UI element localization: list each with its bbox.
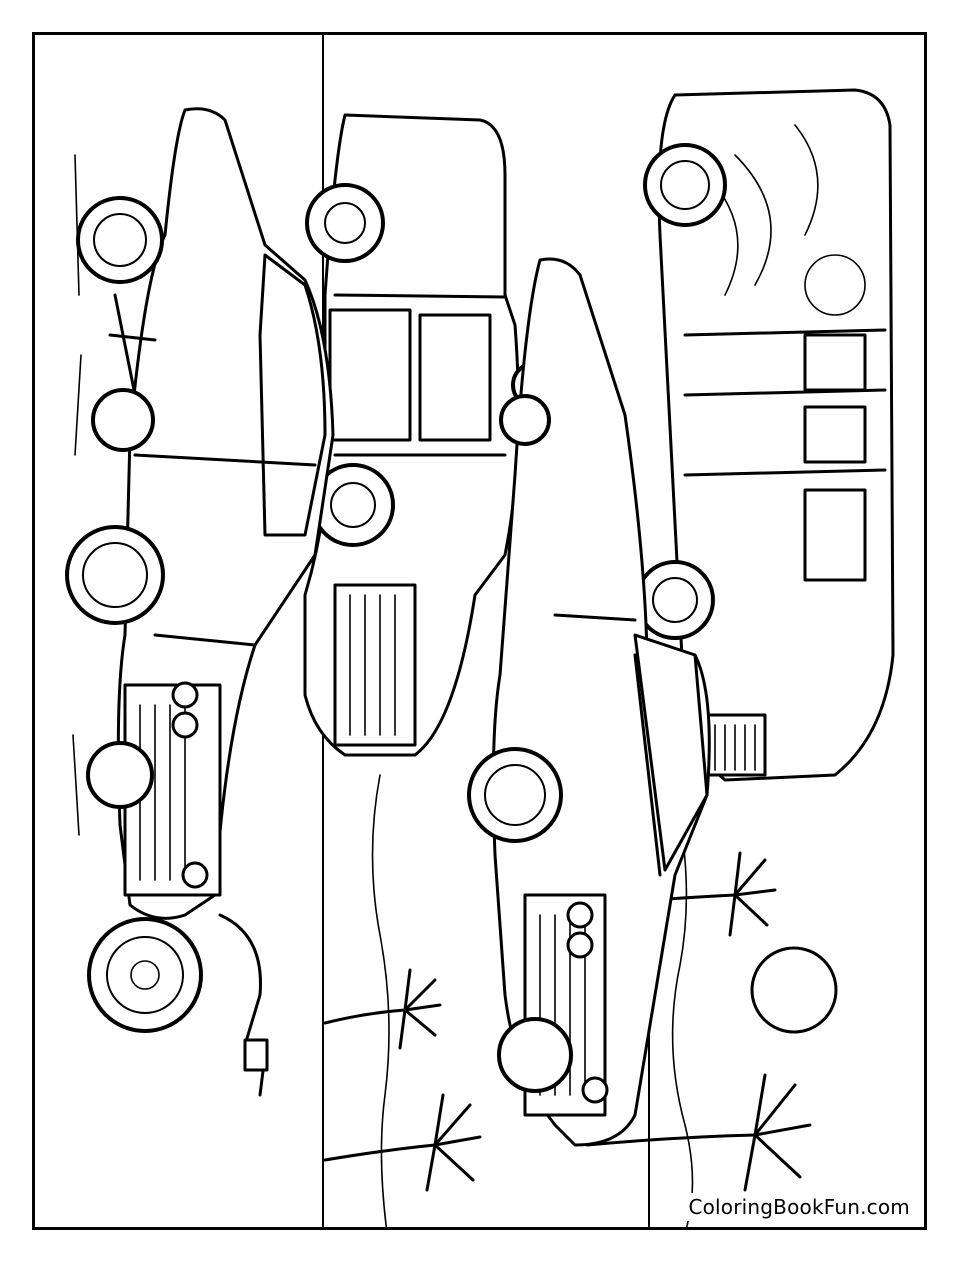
page-border: ColoringBookFun.com	[32, 32, 927, 1230]
site-watermark: ColoringBookFun.com	[684, 1193, 914, 1221]
lowrider-sedan-left	[65, 107, 335, 1097]
palm-tree	[323, 968, 442, 1050]
palm-tree	[323, 1093, 482, 1192]
pickup-truck	[303, 113, 559, 757]
palm-tree	[585, 1073, 812, 1192]
custom-van	[635, 88, 895, 782]
lowrider-sedan-center	[467, 257, 711, 1147]
sun	[750, 946, 838, 1034]
coloring-illustration	[65, 35, 895, 1227]
